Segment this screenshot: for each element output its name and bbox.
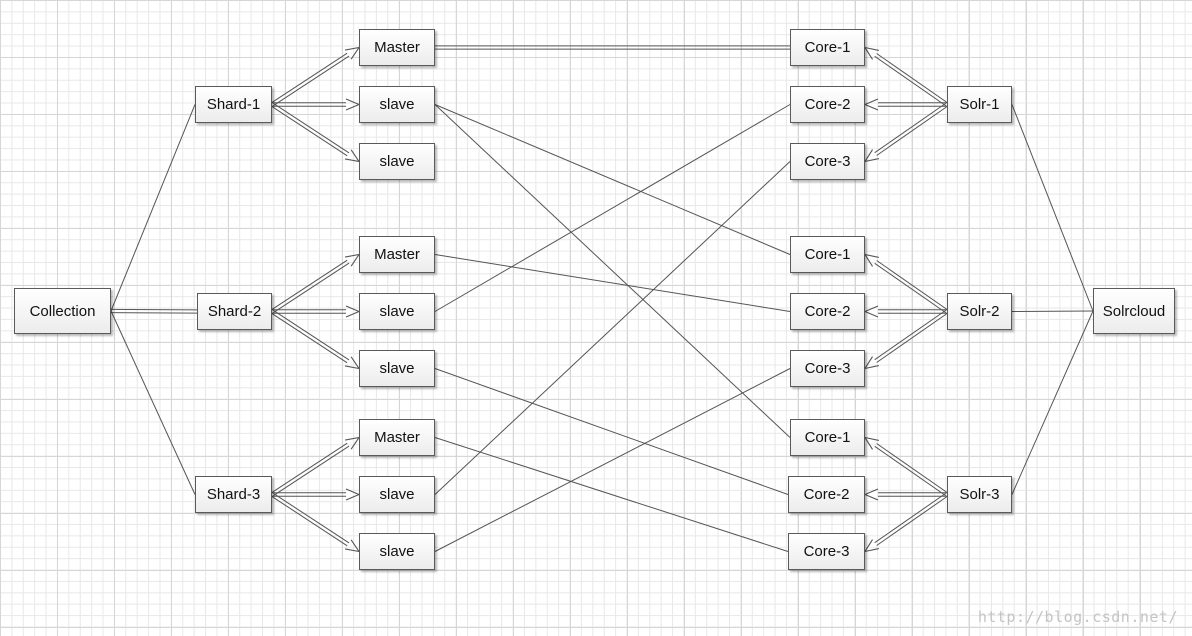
arrow-head	[863, 46, 879, 60]
arrow-shaft	[272, 102, 350, 154]
arrow-shaft	[876, 260, 949, 311]
arrow-shaft	[270, 495, 348, 547]
arrow-head	[863, 98, 879, 111]
arrow-shaft	[874, 309, 947, 361]
solr-1-core-3-node[interactable]: Core-3	[790, 143, 865, 180]
shard-2-node[interactable]: Shard-2	[197, 293, 272, 330]
solr-1-core-1-node[interactable]: Core-1	[790, 29, 865, 66]
arrow-head	[345, 488, 361, 501]
arrow-shaft	[876, 495, 949, 546]
double-connector-line	[111, 308, 198, 311]
solr-3-core-3-node[interactable]: Core-3	[788, 533, 865, 570]
arrow-shaft	[270, 52, 348, 104]
arrow-shaft	[876, 105, 949, 156]
arrow-shaft	[272, 262, 350, 314]
arrow-head	[863, 356, 879, 370]
solr-1-core-2-node[interactable]: Core-2	[790, 86, 865, 123]
arrow-shaft	[272, 492, 350, 544]
arrow-shaft	[270, 259, 348, 311]
solr-3-core-1-node[interactable]: Core-1	[790, 419, 865, 456]
arrow-head	[863, 149, 879, 163]
connector-line	[434, 368, 789, 495]
arrow-shaft	[876, 53, 949, 104]
solr-2-node[interactable]: Solr-2	[947, 293, 1012, 330]
arrow-shaft	[874, 102, 947, 154]
solrcloud-node[interactable]: Solrcloud	[1093, 288, 1175, 334]
arrow-head	[863, 436, 879, 450]
solr-2-core-1-node[interactable]: Core-1	[790, 236, 865, 273]
connector-line	[434, 104, 791, 312]
watermark-text: http://blog.csdn.net/	[977, 608, 1178, 626]
arrow-head	[345, 98, 361, 111]
arrow-shaft	[272, 309, 350, 361]
solr-1-node[interactable]: Solr-1	[947, 86, 1012, 123]
shard-3-node[interactable]: Shard-3	[195, 476, 272, 513]
arrow-shaft	[270, 105, 348, 157]
arrow-shaft	[876, 312, 949, 363]
connector-line	[434, 104, 791, 255]
arrow-head	[345, 305, 361, 318]
solr-3-core-2-node[interactable]: Core-2	[788, 476, 865, 513]
shard-3-slave-node[interactable]: slave	[359, 533, 435, 570]
double-connector-line	[110, 312, 197, 314]
arrow-head	[863, 305, 879, 318]
arrow-head	[863, 253, 879, 267]
solr-2-core-2-node[interactable]: Core-2	[790, 293, 865, 330]
arrow-shaft	[270, 312, 348, 364]
shard-2-master-node[interactable]: Master	[359, 236, 435, 273]
arrow-shaft	[874, 492, 947, 544]
connector-line	[110, 104, 196, 312]
connector-line	[434, 368, 791, 552]
arrow-shaft	[272, 55, 350, 107]
arrow-shaft	[874, 445, 947, 497]
connector-line	[1011, 310, 1094, 495]
shard-3-slave-node[interactable]: slave	[359, 476, 435, 513]
arrow-shaft	[270, 442, 348, 494]
arrow-shaft	[876, 443, 949, 494]
shard-2-slave-node[interactable]: slave	[359, 350, 435, 387]
arrow-head	[863, 539, 879, 553]
shard-2-slave-node[interactable]: slave	[359, 293, 435, 330]
arrow-shaft	[874, 55, 947, 107]
arrow-shaft	[874, 262, 947, 314]
collection-node[interactable]: Collection	[14, 288, 111, 334]
connector-line	[1011, 104, 1094, 312]
connector-line	[1011, 310, 1094, 312]
solr-2-core-3-node[interactable]: Core-3	[790, 350, 865, 387]
arrow-head	[863, 488, 879, 501]
connector-line	[434, 254, 791, 312]
connector-line	[434, 161, 791, 495]
shard-1-slave-node[interactable]: slave	[359, 143, 435, 180]
connector-line	[434, 104, 791, 438]
shard-3-master-node[interactable]: Master	[359, 419, 435, 456]
connector-line	[110, 310, 196, 495]
shard-1-node[interactable]: Shard-1	[195, 86, 272, 123]
shard-1-slave-node[interactable]: slave	[359, 86, 435, 123]
shard-1-master-node[interactable]: Master	[359, 29, 435, 66]
connector-line	[434, 437, 789, 552]
arrow-shaft	[272, 445, 350, 497]
solr-3-node[interactable]: Solr-3	[947, 476, 1012, 513]
